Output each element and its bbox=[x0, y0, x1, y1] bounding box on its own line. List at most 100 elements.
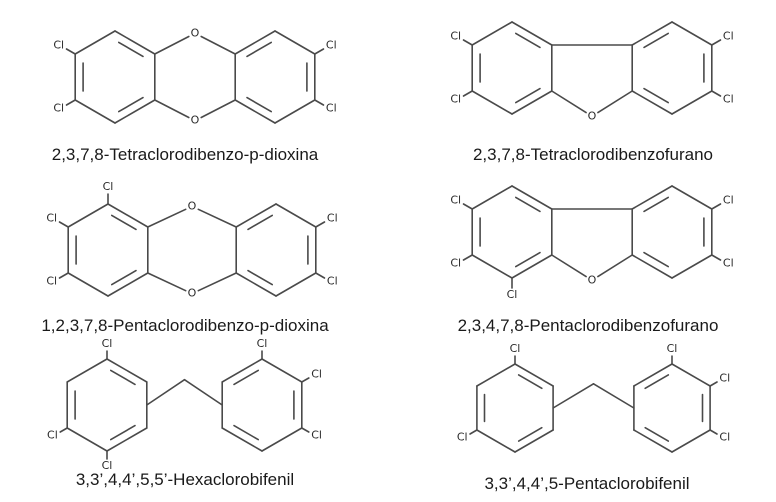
substituent-bond bbox=[710, 90, 722, 97]
ring-bond bbox=[221, 427, 263, 452]
ether-bond bbox=[197, 208, 237, 228]
chlorine-atom: Cl bbox=[326, 102, 337, 115]
substituent-bond bbox=[59, 427, 68, 433]
ring-bond bbox=[671, 254, 713, 279]
oxygen-atom: O bbox=[191, 26, 200, 39]
substituent-bond bbox=[313, 48, 325, 55]
substituent-bond bbox=[709, 429, 718, 435]
substituent-bond bbox=[462, 39, 474, 46]
substituent-bond bbox=[58, 221, 69, 228]
substituent-bond bbox=[710, 39, 722, 46]
oxygen-atom: O bbox=[188, 287, 197, 300]
double-bond bbox=[643, 196, 670, 213]
ring-bond bbox=[274, 30, 316, 55]
chlorine-atom: Cl bbox=[450, 93, 461, 106]
substituent-bond bbox=[709, 381, 718, 387]
chlorine-atom: Cl bbox=[46, 212, 57, 225]
ring-bond bbox=[631, 254, 673, 279]
ring-bond bbox=[511, 21, 553, 46]
substituent-bond bbox=[314, 272, 326, 279]
double-bond bbox=[514, 196, 541, 213]
ring-bond bbox=[471, 21, 513, 46]
chlorine-atom: Cl bbox=[53, 39, 64, 52]
chlorine-atom: Cl bbox=[723, 30, 734, 43]
chlorine-atom: Cl bbox=[723, 257, 734, 270]
double-bond bbox=[246, 96, 273, 113]
biaryl-bond bbox=[183, 378, 223, 406]
biaryl-bond bbox=[146, 378, 186, 406]
ring-bond bbox=[671, 429, 711, 453]
substituent-bond bbox=[58, 272, 69, 279]
ring-bond bbox=[234, 99, 276, 124]
caption-pecdf: 2,3,4,7,8-Pentaclorodibenzofurano bbox=[457, 316, 719, 335]
chlorine-atom: Cl bbox=[510, 342, 521, 355]
double-bond bbox=[517, 374, 543, 390]
ring-bond bbox=[275, 203, 317, 228]
ring-bond bbox=[234, 30, 276, 55]
ring-bond bbox=[114, 30, 156, 55]
ring-bond bbox=[511, 185, 553, 210]
double-bond bbox=[644, 426, 670, 442]
ring-bond bbox=[66, 358, 108, 383]
ring-bond bbox=[221, 358, 263, 383]
ring-bond bbox=[107, 272, 149, 297]
ring-bond bbox=[511, 90, 553, 115]
double-bond bbox=[233, 424, 260, 441]
chlorine-atom: Cl bbox=[103, 180, 114, 193]
substituent-bond bbox=[314, 221, 326, 228]
ring-bond bbox=[235, 272, 277, 297]
caption-tcdf: 2,3,7,8-Tetraclorodibenzofurano bbox=[472, 145, 714, 164]
substituent-bond bbox=[65, 48, 76, 55]
ring-bond bbox=[471, 254, 513, 279]
ether-bond bbox=[597, 90, 634, 114]
chlorine-atom: Cl bbox=[102, 337, 113, 350]
ring-bond bbox=[74, 30, 116, 55]
double-bond bbox=[233, 369, 260, 386]
caption-hexachlorobiphenyl: 3,3’,4,4’,5,5’-Hexaclorobifenil bbox=[75, 470, 295, 489]
double-bond bbox=[246, 41, 273, 58]
chlorine-atom: Cl bbox=[102, 459, 113, 472]
double-bond bbox=[644, 374, 670, 390]
double-bond bbox=[514, 32, 541, 49]
substituent-bond bbox=[462, 203, 474, 210]
ether-bond bbox=[197, 272, 237, 292]
chlorine-atom: Cl bbox=[507, 288, 518, 301]
double-bond bbox=[643, 32, 670, 49]
chlorine-atom: Cl bbox=[667, 342, 678, 355]
substituent-bond bbox=[710, 203, 722, 210]
double-bond bbox=[110, 369, 136, 386]
ring-bond bbox=[514, 363, 554, 387]
substituent-bond bbox=[710, 254, 722, 261]
caption-pentachlorobiphenyl: 3,3’,4,4’,5-Pentaclorobifenil bbox=[484, 474, 690, 493]
biaryl-bond bbox=[592, 382, 635, 409]
chlorine-atom: Cl bbox=[450, 30, 461, 43]
ether-bond bbox=[154, 35, 190, 55]
ring-bond bbox=[107, 203, 149, 228]
double-bond bbox=[514, 87, 541, 104]
substituent-bond bbox=[462, 90, 474, 97]
chlorine-atom: Cl bbox=[719, 372, 730, 385]
ring-bond bbox=[631, 21, 673, 46]
ring-bond bbox=[671, 90, 713, 115]
ether-bond bbox=[154, 99, 190, 119]
chlorine-atom: Cl bbox=[719, 431, 730, 444]
ring-bond bbox=[471, 90, 513, 115]
ring-bond bbox=[274, 99, 316, 124]
ring-bond bbox=[671, 21, 713, 46]
substituent-bond bbox=[65, 99, 76, 106]
ring-bond bbox=[114, 99, 156, 124]
substituent-bond bbox=[300, 427, 310, 433]
chlorine-atom: Cl bbox=[723, 93, 734, 106]
chlorine-atom: Cl bbox=[327, 275, 338, 288]
double-bond bbox=[247, 214, 274, 231]
ring-bond bbox=[633, 429, 673, 453]
ring-bond bbox=[67, 203, 109, 228]
ether-bond bbox=[550, 90, 587, 114]
ring-bond bbox=[471, 185, 513, 210]
double-bond bbox=[118, 41, 144, 58]
ring-bond bbox=[106, 427, 148, 452]
ring-bond bbox=[631, 90, 673, 115]
double-bond bbox=[514, 251, 541, 268]
ring-bond bbox=[261, 358, 303, 383]
